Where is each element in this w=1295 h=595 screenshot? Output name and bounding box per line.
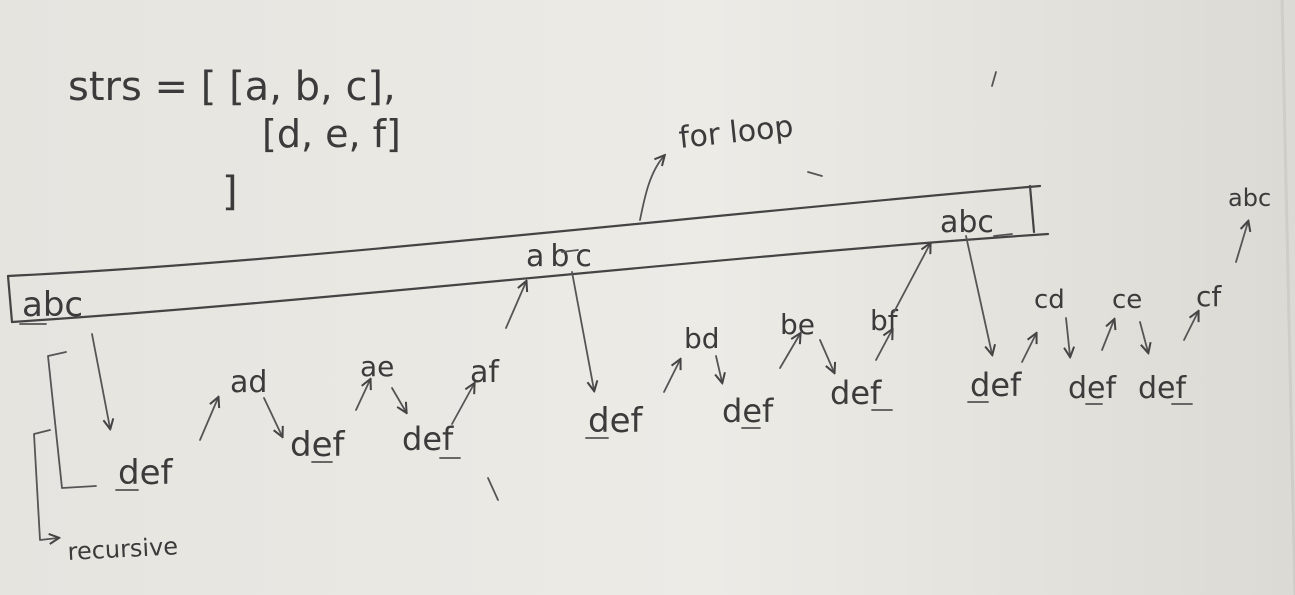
arrow-af-to-loop [505,282,526,329]
loop-box-bottom [10,232,1050,324]
def-group-7: def [967,366,1022,404]
def-group-6: def [830,374,893,412]
def-node: def [1068,371,1118,406]
result-bd: bd [684,322,720,355]
def-node: def [722,392,774,430]
loop-box-left [6,274,14,324]
arrow-abc-to-def [91,333,110,428]
result-cf: cf [1196,280,1222,313]
code-line-2: [d, e, f] [262,112,401,156]
underline-c [993,233,1013,237]
result-abc-top: abc [1228,184,1271,212]
recursion-bracket-inner [47,351,97,489]
arrow-down-def [263,397,282,436]
recursive-label: recursive [67,532,179,566]
arrow-down-def [1139,321,1148,352]
stray-mark [487,477,499,501]
arrow-up-ad [199,398,218,441]
arrow-down-def [391,387,406,412]
arrow-bf-to-loop [893,244,930,313]
result-ce: ce [1112,285,1142,315]
def-node: def [830,374,882,412]
result-ad: ad [230,365,267,400]
stray-mark [991,71,997,87]
code-line-1: strs = [ [a, b, c], [68,64,396,110]
def-group-3: def [402,420,461,459]
def-node: def [118,453,174,493]
arrow-down-def [1066,317,1070,356]
arrow-down-def [716,355,722,382]
def-node: def [588,401,644,441]
page-edge [1280,0,1295,595]
code-line-3: ] [222,169,238,215]
arrow-up-cd [1021,334,1036,363]
recursion-bracket-outer [33,429,58,540]
arrow-to-abc-top [1235,222,1248,263]
for-loop-arrow [639,156,664,221]
loop-box-right [1028,184,1036,234]
loop-label-abc-right: abc [940,205,994,240]
def-node: def [970,366,1022,404]
loop-label-abc-left: abc [22,285,83,325]
loop-box-top [6,184,1042,278]
result-bf: bf [870,304,899,337]
underline-b [561,249,579,253]
stray-mark [807,171,823,177]
def-node: def [1138,371,1188,406]
arrow-up-be [779,334,800,369]
def-group-8: def [1068,371,1118,406]
def-group-1: def [115,453,174,493]
arrow-up-bd [663,360,680,393]
arrow-abc-to-def [965,235,992,354]
arrow-down-def [819,339,834,372]
def-group-2: def [290,425,346,465]
def-node: def [402,420,454,458]
arrow-up-ce [1101,320,1114,351]
result-be: be [780,308,815,341]
arrow-up-bf [875,330,892,361]
def-group-9: def [1138,371,1193,406]
arrow-up-cf [1183,312,1198,341]
arrow-abc-to-def [571,271,594,390]
def-group-5: def [722,392,774,430]
result-ae: ae [360,350,394,383]
loop-label-abc-mid: abc [526,239,598,274]
def-node: def [290,425,346,465]
arrow-up-ae [355,380,370,411]
result-cd: cd [1034,285,1065,315]
def-group-4: def [585,401,644,441]
arrow-up-af [451,384,474,425]
